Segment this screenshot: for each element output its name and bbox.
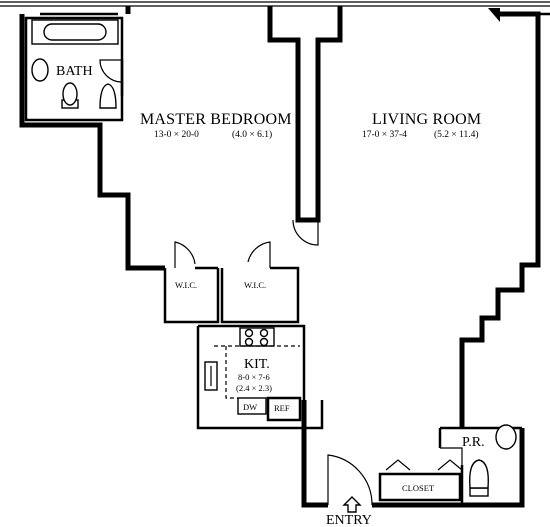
sink-icon: [31, 58, 49, 82]
labels: BATH MASTER BEDROOM 13-0 × 20-0 (4.0 × 6…: [56, 64, 485, 527]
living-room-dims: 17-0 × 37-4: [362, 130, 407, 140]
closet-hangers: [385, 459, 463, 471]
pr-toilet-tank-icon: [469, 487, 489, 497]
bath-fixtures: [31, 19, 119, 109]
bidet-icon: [99, 83, 117, 109]
master-bedroom-metric: (4.0 × 6.1): [232, 129, 272, 140]
wic-right-door-swing: [247, 241, 271, 268]
interior-walls: [24, 16, 522, 505]
wic-left-door-swing: [174, 241, 196, 268]
living-room-metric: (5.2 × 11.4): [434, 129, 479, 140]
entry-door-swing: [327, 454, 373, 506]
closet-label: CLOSET: [402, 483, 435, 493]
bath-door-swing: [99, 59, 123, 83]
bedroom-door-swing: [292, 219, 319, 246]
entry-arrow-icon: [342, 496, 362, 513]
bath-label: BATH: [56, 64, 93, 79]
toilet-icon: [62, 82, 78, 106]
refrigerator-label: REF: [274, 403, 290, 413]
top-boundary: [0, 1, 550, 22]
wic-right-label: W.I.C.: [244, 280, 266, 290]
kitchen-fixtures: [204, 327, 302, 422]
dishwasher-label: DW: [243, 402, 257, 412]
entry-label: ENTRY: [326, 513, 372, 527]
kitchen-label: KIT.: [244, 357, 270, 372]
pr-door-swing: [440, 447, 463, 465]
corner-marker: [488, 8, 500, 22]
powder-room-label: P.R.: [462, 435, 485, 450]
living-room-label: LIVING ROOM: [372, 111, 481, 128]
master-bedroom-label: MASTER BEDROOM: [140, 111, 292, 128]
pr-toilet-icon: [469, 459, 489, 489]
wic-left-label: W.I.C.: [175, 280, 197, 290]
exterior-walls: [19, 6, 541, 508]
dishwasher-icon: [237, 397, 267, 415]
kitchen-metric: (2.4 × 2.3): [236, 383, 272, 393]
door-swings: [99, 59, 463, 506]
master-bedroom-dims: 13-0 × 20-0: [154, 130, 199, 140]
kitchen-dims: 8-0 × 7-6: [238, 372, 270, 382]
refrigerator-icon: [266, 396, 302, 422]
pr-sink-icon: [495, 424, 517, 450]
pr-fixtures: [469, 424, 517, 497]
